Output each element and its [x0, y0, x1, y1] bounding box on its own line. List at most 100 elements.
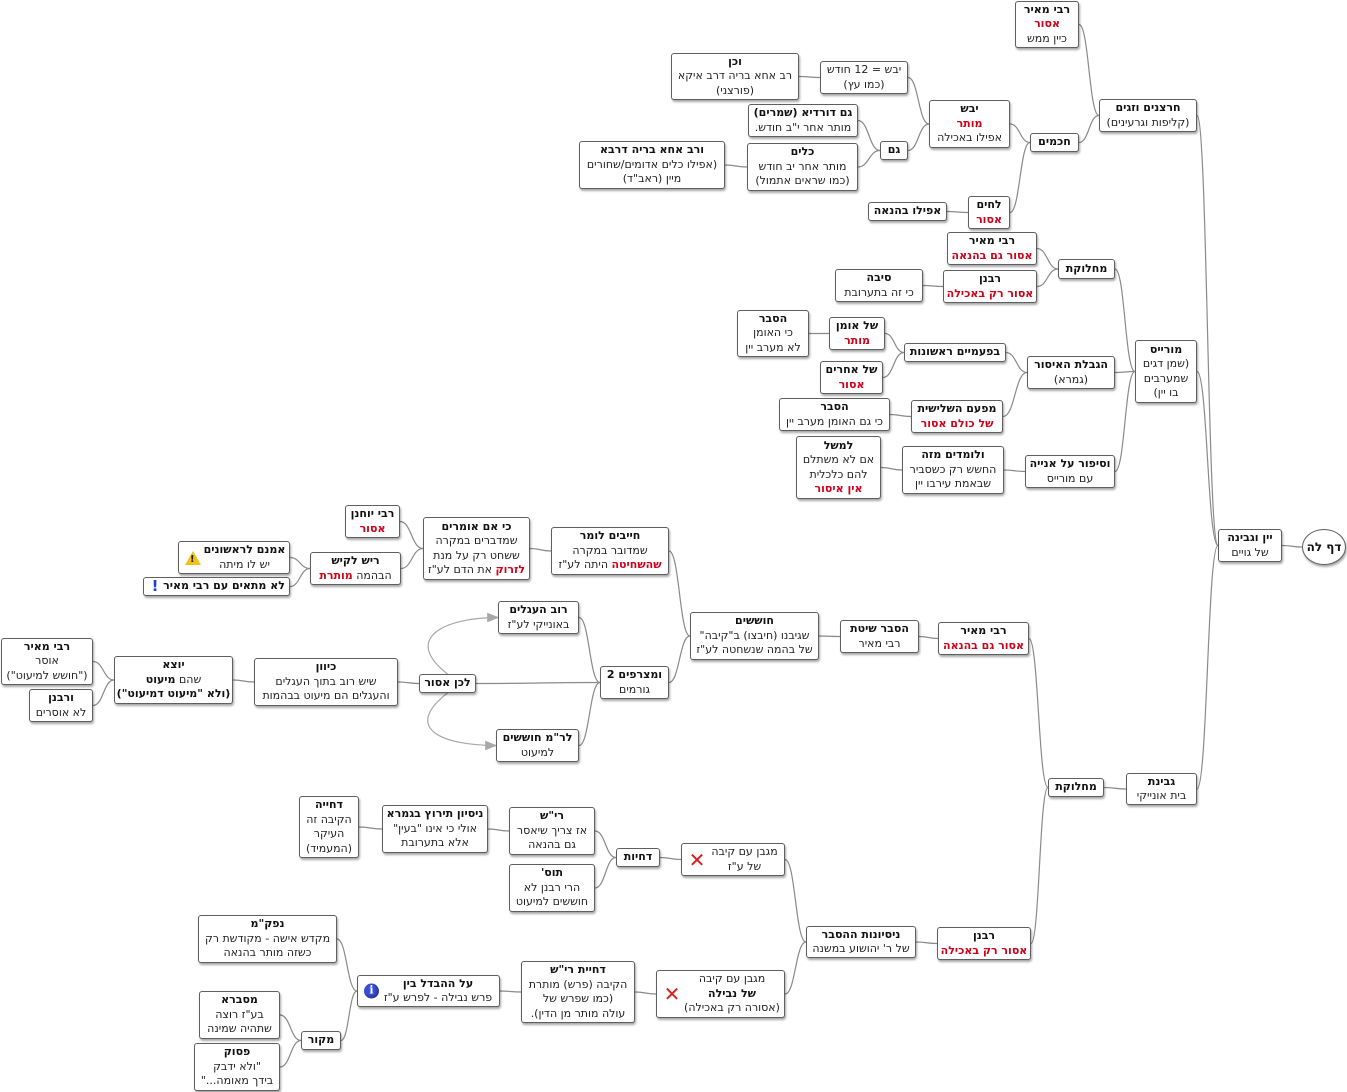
node-mitztarfim[interactable]: ומצרפים 2 גורמים — [600, 666, 669, 699]
node-title: של אחרים — [825, 363, 878, 376]
node-title: גם דורדיא (שמרים) — [753, 106, 853, 119]
node-title: ורבנן — [48, 691, 74, 704]
node-line: עולה מותר מן הדין). — [530, 1006, 626, 1020]
node-velomdim[interactable]: ולומדים מזה החשש רק כשסביר שבאמת עירבו י… — [902, 446, 1004, 494]
connector-line — [1036, 247, 1059, 270]
node-ruling: אין איסור — [814, 482, 863, 495]
node-al-hahevdel[interactable]: i על ההבדל בין פרש נבילה - לפרש ע"ז — [357, 975, 500, 1007]
node-rabanan-1[interactable]: רבנן אסור רק באכילה — [943, 270, 1037, 303]
node-rash[interactable]: רי"ש אז צריך שיאסר גם בהנאה — [509, 807, 595, 855]
node-yavesh[interactable]: יבש מותר אפילו באכילה — [929, 100, 1010, 148]
node-rav-acha[interactable]: ורב אחא בריה דרבא (אפילו כלים אדומים/שחו… — [579, 141, 725, 189]
node-cheese[interactable]: גבינת בית אונייקי — [1126, 773, 1197, 805]
connector-line — [1196, 370, 1219, 547]
node-line: של ע"ז — [727, 859, 762, 873]
node-rabbi-meir-2[interactable]: רבי מאיר אסור גם בהנאה — [947, 232, 1037, 265]
node-hesber-1[interactable]: הסבר כי האומן לא מערב יין — [737, 310, 809, 357]
node-line: רבי מאיר — [858, 636, 901, 650]
node-magban-1[interactable]: ✕ מגבן עם קיבה של ע"ז — [681, 843, 785, 876]
node-line: לא אוסרים — [35, 705, 87, 719]
connector-line — [1009, 141, 1031, 214]
node-tos[interactable]: תוס' הרי רבנן לא חוששים למיעוט — [509, 864, 595, 912]
node-title: יוצא — [162, 658, 185, 672]
node-rabanan-2[interactable]: רבנן אסור רק באכילה — [937, 927, 1031, 960]
node-nisiyonot[interactable]: ניסיונות ההסבר של ר' יהושוע במשנה — [806, 926, 916, 958]
node-rabbi-meir-top[interactable]: רבי מאיר אסור כיין ממש — [1015, 1, 1079, 48]
node-choshshim[interactable]: חוששים שגיבנו (חיבצו) ב"קיבה" של בהמה שנ… — [690, 612, 819, 660]
node-hesber-shitat[interactable]: הסבר שיטת רבי מאיר — [840, 620, 919, 653]
node-nafka-mina[interactable]: נפק"מ מקדש אישה - מקודשת רק כשזה מותר בה… — [198, 915, 337, 963]
node-rabbi-meir-3[interactable]: רבי מאיר אסור גם בהנאה — [938, 622, 1029, 655]
node-yavesh-12[interactable]: יבש = 12 חודש (כמו עץ) — [820, 61, 908, 94]
node-lo-matim[interactable]: ! לא מתאים עם רבי מאיר — [143, 577, 290, 596]
node-emphasis: של נבילה — [708, 986, 756, 1000]
node-line: שתהיה שמינה — [207, 1022, 272, 1036]
node-kivun[interactable]: כיוון שיש רוב בתוך העגלים והעגלים הם מיע… — [254, 658, 398, 706]
node-hesber-2[interactable]: הסבר כי גם האומן מערב יין — [779, 398, 890, 431]
node-magban-2[interactable]: ✕ מגבן עם קיבה של נבילה (אסורה רק באכילה… — [656, 970, 785, 1018]
node-dchiyat-rash[interactable]: דחיית רי"ש הקיבה (פרש) מותרת (כמו שפרש ש… — [521, 961, 635, 1023]
node-title: למשל — [823, 438, 854, 452]
node-line: (כמו שפרש של — [542, 992, 614, 1005]
node-line: כשזה מותר בהנאה — [223, 946, 312, 960]
node-lachim[interactable]: לחים אסור — [968, 196, 1010, 229]
connector-line — [92, 660, 115, 681]
node-yotze[interactable]: יוצא שהם מיעוט (ולא "מיעוט דמיעוט") — [114, 656, 233, 704]
node-pasuk[interactable]: פסוק "ולא ידבק בידך מאומה..." — [194, 1043, 280, 1091]
node-mipaam-hashlishit[interactable]: מפעם השלישית של כולם אסור — [911, 400, 1003, 433]
node-reish-lakish[interactable]: ריש לקיש הבהמה מותרת — [310, 552, 401, 585]
node-rabanan-left[interactable]: ורבנן לא אוסרים — [29, 689, 93, 722]
node-rabbi-yochanan[interactable]: רבי יוחנן אסור — [345, 505, 400, 538]
node-makor[interactable]: מקור — [301, 1031, 341, 1050]
warning-icon: ! — [185, 550, 201, 565]
node-machloket-1[interactable]: מחלוקת — [1058, 259, 1115, 279]
node-line: (כמו עץ) — [843, 77, 885, 91]
node-hagbalat-haisur[interactable]: הגבלת האיסור (גמרא) — [1027, 356, 1115, 389]
node-ruling: של כולם אסור — [920, 416, 994, 430]
node-amnam[interactable]: ! אמנם לראשונים יש לו מיתה — [178, 541, 290, 574]
node-line: (כמו שראים אתמול) — [755, 174, 850, 188]
node-chartzanim[interactable]: חרצנים וזגים (קליפות וגרעינים) — [1099, 99, 1197, 132]
node-masbera[interactable]: מסברא בע"ז רוצה שתהיה שמינה — [199, 991, 280, 1039]
node-title: ניסיון תירוץ בגמרא — [386, 807, 484, 821]
node-title: ניסיונות ההסבר — [821, 927, 901, 941]
node-kelim[interactable]: כלים מותר אחר יב חודש (כמו שראים אתמול) — [747, 143, 858, 191]
node-lemashal[interactable]: למשל אם לא משתלם להם כלכלית אין איסור — [796, 436, 881, 499]
node-machloket-2[interactable]: מחלוקת — [1048, 778, 1104, 797]
node-muries[interactable]: מורייס (שמן דגים שמערבים בו יין) — [1135, 340, 1197, 403]
node-lerm-choshshim[interactable]: לר"מ חוששים למיעוט — [496, 729, 579, 762]
node-chachamim[interactable]: חכמים — [1030, 133, 1079, 152]
node-line: בו יין) — [1153, 386, 1179, 399]
node-line: אפילו באכילה — [937, 131, 1002, 145]
node-nisayon-teirutz[interactable]: ניסיון תירוץ בגמרא אולי כי אינו "בעין" א… — [382, 805, 488, 853]
node-ruling: מותר — [956, 116, 983, 130]
node-vesipur[interactable]: וסיפור על אנייה עם מורייס — [1025, 455, 1115, 488]
node-gam-dordaya[interactable]: גם דורדיא (שמרים) מותר אחר י"ב חודש. — [748, 104, 858, 137]
node-bifamim-rishonot[interactable]: בפעמיים ראשונות — [904, 343, 1006, 362]
node-lechen-asur[interactable]: לכן אסור — [419, 674, 476, 693]
node-vechen[interactable]: וכן רב אחא בריה דרב איקא (פורצני) — [671, 53, 799, 100]
node-dchiyot[interactable]: דחיות — [616, 848, 660, 867]
node-wine-cheese[interactable]: יין וגבינה של גויים — [1218, 529, 1282, 562]
node-rabbi-meir-left[interactable]: רבי מאיר אוסר ("חושש למיעוט") — [1, 638, 93, 685]
node-afilu-behanaa[interactable]: אפילו בהנאה — [868, 202, 947, 221]
node-gam[interactable]: גם — [880, 141, 908, 160]
node-shel-acherim[interactable]: של אחרים אסור — [820, 361, 883, 394]
node-line: מותר אחר י"ב חודש. — [754, 120, 852, 134]
connector-line — [1114, 268, 1136, 373]
node-ki-im-omrim[interactable]: כי אם אומרים שמדברים במקרה ששחט רק על מנ… — [423, 517, 530, 580]
node-title: ורב אחא בריה דרבא — [599, 143, 705, 157]
node-title: וסיפור על אנייה — [1029, 457, 1111, 470]
node-line: חוששים למיעוט — [515, 895, 589, 909]
node-title: רבי מאיר — [1023, 2, 1071, 16]
node-line: ("חושש למיעוט") — [6, 668, 88, 682]
node-shel-uman[interactable]: של אומן מותר — [829, 317, 885, 350]
node-line: שמדברים במקרה — [435, 534, 518, 547]
node-siba[interactable]: סיבה כי זה בתערובת — [835, 269, 923, 302]
node-chayavim-lomar[interactable]: חייבים לומר שמדובר במקרה שהשחיטה היתה לע… — [551, 527, 669, 575]
node-root[interactable]: דף לה — [1302, 529, 1346, 565]
node-dchiya[interactable]: דחייה הקיבה זה העיקר (המעמיד) — [299, 796, 359, 858]
node-rov-agalim[interactable]: רוב העגלים באונייקי לע"ז — [498, 601, 579, 634]
connector-line — [857, 149, 881, 168]
connector-line — [668, 635, 691, 684]
